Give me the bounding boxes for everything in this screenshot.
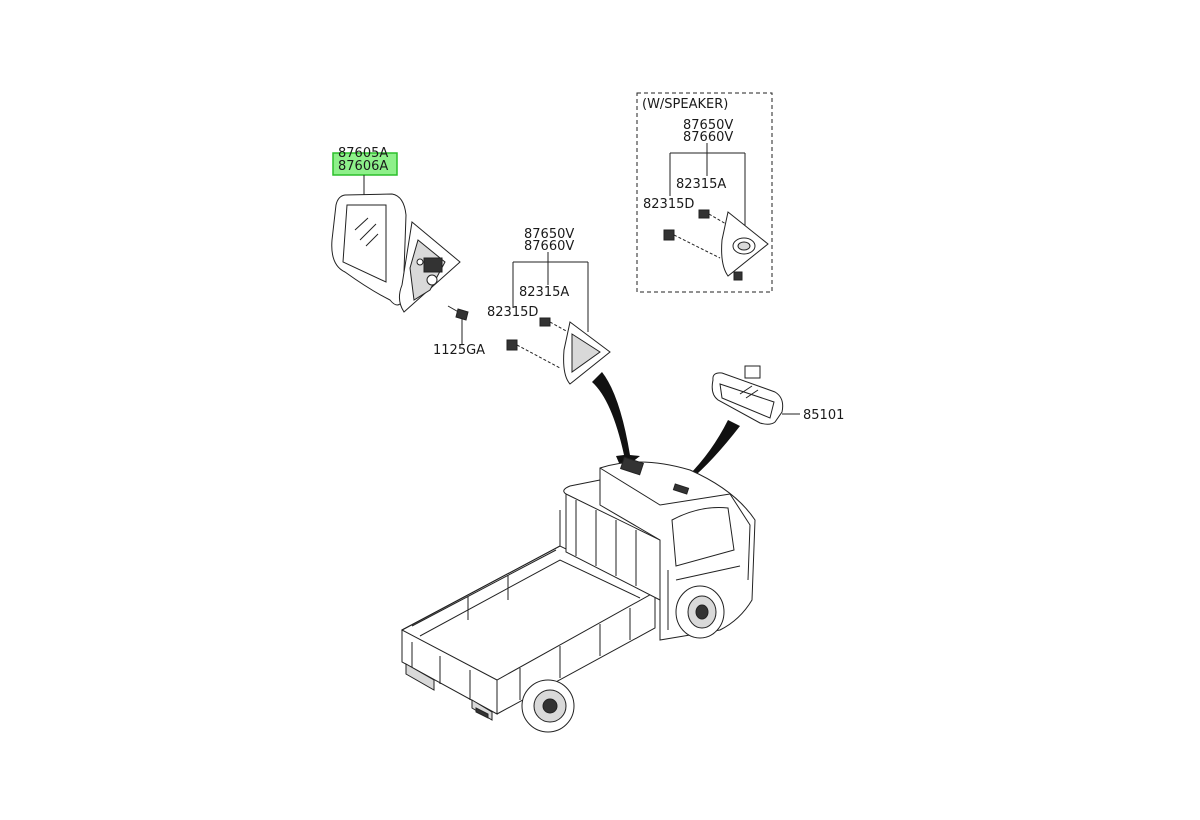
mirror-stem <box>744 365 761 379</box>
clip-part <box>698 209 710 219</box>
truck-illustration <box>400 456 756 733</box>
arrow-to-cab-roof <box>676 420 740 487</box>
part-label-82315d-speaker[interactable]: 82315D <box>643 197 694 212</box>
speaker-variant-box: (W/SPEAKER) 87650V 87660V 82315A 82315D <box>636 92 773 293</box>
delta-cover-assembly: 87650V 87660V 82315A 82315D <box>487 227 611 385</box>
part-label-87650v-speaker[interactable]: 87650V <box>683 118 733 133</box>
part-label-1125ga[interactable]: 1125GA <box>433 343 485 358</box>
part-label-85101[interactable]: 85101 <box>803 408 844 423</box>
arrow-to-cab-left <box>592 372 640 470</box>
selected-part-highlight <box>332 152 398 176</box>
clip-part <box>539 317 551 327</box>
part-label-87605a[interactable]: 87605A <box>338 146 388 161</box>
part-label-82315a-speaker[interactable]: 82315A <box>676 177 726 192</box>
dashed-frame <box>636 92 773 293</box>
speaker-title: (W/SPEAKER) <box>642 97 728 112</box>
part-label-87650v[interactable]: 87650V <box>524 227 574 242</box>
part-label-87660v[interactable]: 87660V <box>524 239 574 254</box>
bolt-part <box>455 308 469 321</box>
part-label-87606a[interactable]: 87606A <box>338 159 388 174</box>
pointer-arrows <box>592 372 740 487</box>
part-label-82315a[interactable]: 82315A <box>519 285 569 300</box>
inside-mirror-assembly: 85101 <box>711 365 844 425</box>
part-label-82315d[interactable]: 82315D <box>487 305 538 320</box>
part-label-87660v-speaker[interactable]: 87660V <box>683 130 733 145</box>
outside-mirror-assembly: 87605A 87606A 1125GA <box>331 146 485 358</box>
clip-part <box>506 339 518 351</box>
clip-part <box>663 229 675 241</box>
